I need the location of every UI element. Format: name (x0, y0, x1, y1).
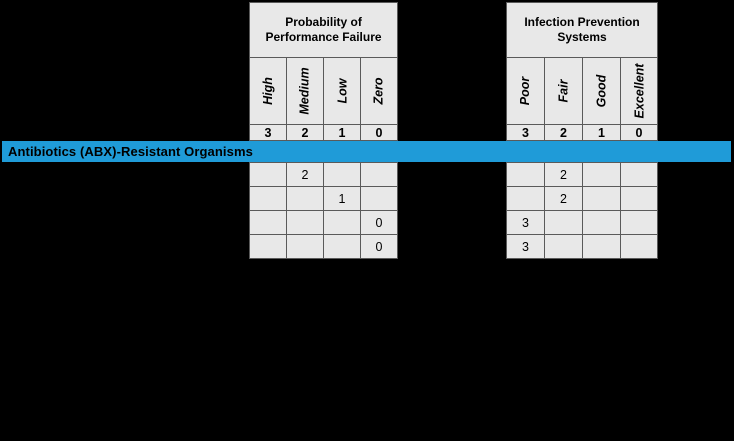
column-header-zero[interactable]: Zero (359, 57, 399, 125)
rotated-label-wrap: High (250, 58, 286, 124)
cell-r1-c0[interactable] (506, 186, 545, 211)
table-row: 0 (249, 210, 398, 235)
infection-prevention-systems-data-table: 2 2 3 3 (506, 162, 658, 259)
cell-r1-c0[interactable] (249, 186, 287, 211)
column-header-medium-label: Medium (298, 67, 313, 115)
cell-r2-c1[interactable] (286, 210, 324, 235)
cell-r2-c0[interactable] (249, 210, 287, 235)
column-score-high: 3 (249, 124, 287, 141)
cell-r3-c2[interactable] (582, 234, 621, 259)
column-header-high-label: High (261, 77, 275, 105)
table-row: 2 (506, 186, 658, 211)
table-row: 3 (506, 234, 658, 259)
rotated-label-wrap: Low (324, 58, 360, 124)
column-header-good[interactable]: Good (582, 57, 621, 125)
infection-prevention-systems-header-table: Infection Prevention Systems Poor Fair G… (505, 2, 659, 141)
table-row: 3 (506, 210, 658, 235)
cell-r3-c3[interactable]: 0 (360, 234, 398, 259)
column-header-zero-label: Zero (372, 77, 387, 105)
column-header-high[interactable]: High (249, 57, 287, 125)
cell-r1-c2[interactable] (582, 186, 621, 211)
probability-of-performance-failure-header-table: Probability of Performance Failure High … (248, 2, 399, 141)
cell-r0-c0[interactable] (506, 162, 545, 187)
table-row: 2 (249, 162, 398, 187)
rotated-label-wrap: Excellent (621, 58, 657, 124)
table-row: 0 (249, 234, 398, 259)
column-score-excellent: 0 (619, 124, 659, 141)
cell-r2-c0[interactable]: 3 (506, 210, 545, 235)
probability-of-performance-failure-title: Probability of Performance Failure (248, 2, 399, 58)
cell-r2-c3[interactable]: 0 (360, 210, 398, 235)
rotated-label-wrap: Fair (545, 58, 582, 124)
column-header-poor[interactable]: Poor (506, 57, 545, 125)
cell-r1-c3[interactable] (620, 186, 658, 211)
cell-r2-c2[interactable] (582, 210, 621, 235)
column-header-fair[interactable]: Fair (544, 57, 583, 125)
table-row: 1 (249, 186, 398, 211)
cell-r3-c0[interactable] (249, 234, 287, 259)
column-score-fair: 2 (544, 124, 583, 141)
column-header-poor-label: Poor (518, 76, 533, 106)
column-score-zero: 0 (359, 124, 399, 141)
column-score-medium: 2 (286, 124, 324, 141)
probability-of-performance-failure-data-table: 2 1 0 0 (249, 162, 398, 259)
column-header-excellent-label: Excellent (632, 63, 647, 119)
table-group-title-row: Infection Prevention Systems (505, 2, 659, 58)
column-score-low: 1 (323, 124, 361, 141)
rotated-label-wrap: Medium (287, 58, 323, 124)
cell-r0-c1[interactable]: 2 (544, 162, 583, 187)
cell-r1-c1[interactable]: 2 (544, 186, 583, 211)
table-score-row: 3 2 1 0 (249, 124, 399, 141)
cell-r1-c2[interactable]: 1 (323, 186, 361, 211)
cell-r2-c1[interactable] (544, 210, 583, 235)
cell-r0-c2[interactable] (323, 162, 361, 187)
rotated-label-wrap: Zero (361, 58, 397, 124)
cell-r3-c3[interactable] (620, 234, 658, 259)
table-column-label-row: High Medium Low Zero (249, 57, 399, 125)
column-score-good: 1 (582, 124, 621, 141)
table-group-title-row: Probability of Performance Failure (248, 2, 399, 58)
cell-r3-c0[interactable]: 3 (506, 234, 545, 259)
column-header-low[interactable]: Low (323, 57, 361, 125)
cell-r0-c2[interactable] (582, 162, 621, 187)
table-column-label-row: Poor Fair Good Excellent (506, 57, 659, 125)
column-header-fair-label: Fair (556, 79, 571, 103)
cell-r0-c3[interactable] (360, 162, 398, 187)
column-score-poor: 3 (506, 124, 545, 141)
cell-r1-c3[interactable] (360, 186, 398, 211)
rotated-label-wrap: Poor (507, 58, 544, 124)
rotated-label-wrap: Good (583, 58, 620, 124)
cell-r3-c2[interactable] (323, 234, 361, 259)
cell-r0-c1[interactable]: 2 (286, 162, 324, 187)
cell-r0-c0[interactable] (249, 162, 287, 187)
cell-r0-c3[interactable] (620, 162, 658, 187)
cell-r3-c1[interactable] (544, 234, 583, 259)
table-score-row: 3 2 1 0 (506, 124, 659, 141)
cell-r1-c1[interactable] (286, 186, 324, 211)
column-header-medium[interactable]: Medium (286, 57, 324, 125)
category-banner-antibiotics-resistant-organisms[interactable]: Antibiotics (ABX)-Resistant Organisms (2, 141, 731, 162)
cell-r3-c1[interactable] (286, 234, 324, 259)
column-header-low-label: Low (335, 78, 349, 104)
column-header-good-label: Good (594, 74, 609, 108)
infection-prevention-systems-title: Infection Prevention Systems (505, 2, 659, 58)
column-header-excellent[interactable]: Excellent (619, 57, 659, 125)
table-row: 2 (506, 162, 658, 187)
cell-r2-c2[interactable] (323, 210, 361, 235)
category-banner-label: Antibiotics (ABX)-Resistant Organisms (8, 144, 253, 159)
cell-r2-c3[interactable] (620, 210, 658, 235)
